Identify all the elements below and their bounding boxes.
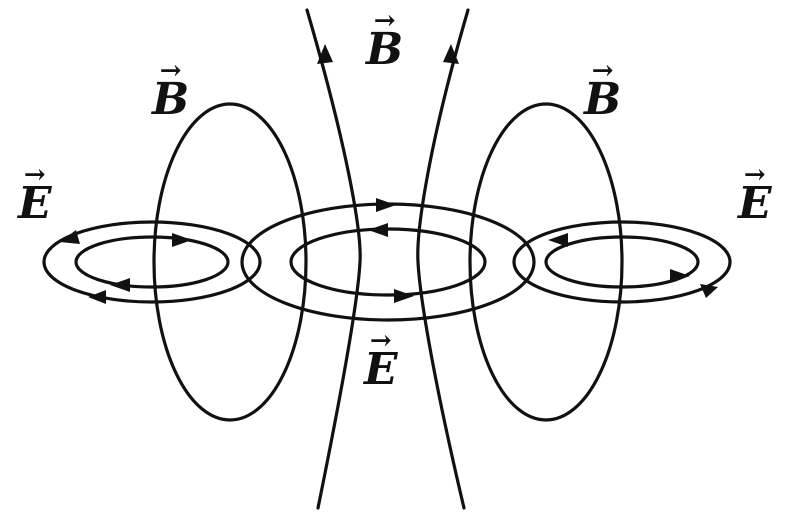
e-ring-left-outer [42,220,262,304]
vector-arrow-icon: → [743,160,766,190]
arrow-b-center-right [443,44,459,64]
label-e-left: → E [18,160,52,229]
vector-arrow-icon: → [23,160,46,190]
label-e-right: → E [738,160,772,229]
arrow-e-left-outer-bottom [88,290,106,304]
label-e-bottom: → E [364,326,398,395]
label-b-left: → B [152,56,190,125]
e-ring-center-inner [289,227,487,297]
arrow-e-center-outer [376,198,396,212]
vector-arrow-icon: → [159,56,182,86]
vector-arrow-icon: → [369,326,392,356]
arrow-e-left-outer-left [60,230,80,244]
arrow-e-right-inner-bottom [670,269,690,283]
label-b-top: → B [366,6,404,75]
arrow-e-right-inner-top [548,233,568,247]
arrow-b-center-left [317,44,333,64]
b-line-center-right [416,8,470,510]
b-loop-left [152,102,308,422]
e-ring-right-inner [544,235,700,289]
vector-arrow-icon: → [591,56,614,86]
b-loop-right [468,102,624,422]
e-ring-center-outer [240,202,536,322]
e-ring-right-outer [512,220,732,304]
vector-arrow-icon: → [373,6,396,36]
b-line-center-left [305,8,362,510]
arrow-e-left-inner-top [172,233,192,247]
e-ring-left-inner [74,235,230,289]
label-b-right: → B [584,56,622,125]
arrow-e-center-inner-top [368,223,388,237]
arrow-e-left-inner-bottom [110,278,130,292]
arrow-e-right-outer-right [700,284,718,298]
arrow-e-center-inner-bottom [394,289,414,303]
